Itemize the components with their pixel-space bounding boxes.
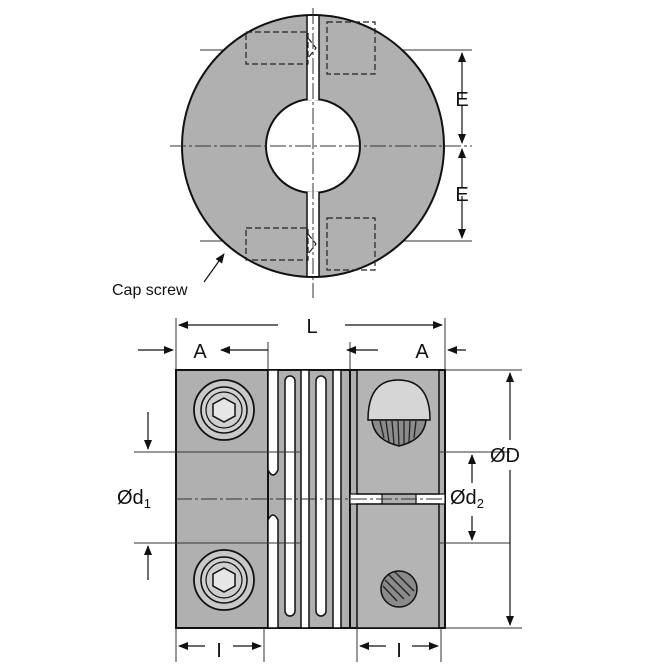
dim-e-upper-label: E xyxy=(455,89,468,111)
dim-e-lower-label: E xyxy=(455,184,468,206)
dim-d-outer-label: ØD xyxy=(490,445,520,467)
dim-i-left-label: I xyxy=(216,640,222,662)
side-view: L A A xyxy=(117,316,522,662)
threaded-hole xyxy=(380,570,418,608)
hidden-cap-screw-upper xyxy=(245,21,376,75)
dim-i-right-label: I xyxy=(396,640,402,662)
cap-screw-callout: Cap screw xyxy=(112,282,188,299)
dim-d2-label: Ød2 xyxy=(450,487,484,511)
dim-l-label: L xyxy=(306,316,317,338)
left-socket-screw-upper xyxy=(193,379,255,441)
top-end-view: E E Cap screw xyxy=(112,8,472,299)
cap-screw-head-right xyxy=(367,379,431,447)
hidden-cap-screw-lower xyxy=(245,217,376,271)
dim-a-left-label: A xyxy=(193,341,207,363)
dim-a-right-label: A xyxy=(415,341,429,363)
dim-d1-label: Ød1 xyxy=(117,487,151,511)
left-socket-screw-lower xyxy=(193,549,255,611)
